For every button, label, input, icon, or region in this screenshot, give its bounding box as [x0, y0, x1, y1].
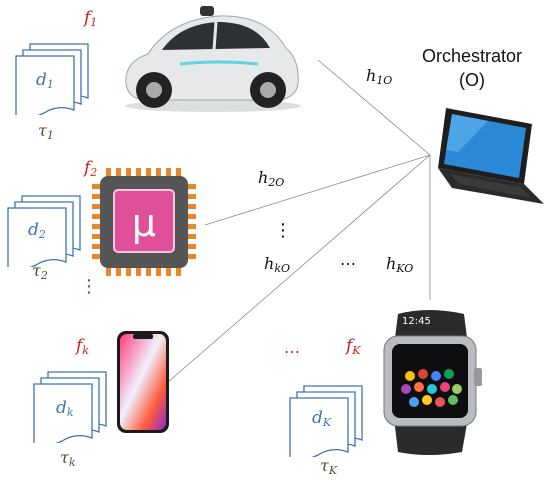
link-car — [317, 59, 431, 156]
red-vertical-ellipsis: ⋮ — [80, 276, 98, 297]
f1-label: f1 — [84, 8, 98, 29]
chip-mu-symbol: μ — [131, 201, 157, 245]
document-stack-icon — [15, 43, 89, 115]
hkO-label: hkO — [264, 254, 290, 275]
tau1-label: τ1 — [38, 121, 54, 142]
smartwatch-icon — [383, 310, 482, 455]
d1-label: d1 — [36, 70, 54, 91]
red-horizontal-ellipsis: … — [284, 338, 300, 357]
tauK-label: τK — [320, 456, 338, 477]
fk-label: fk — [76, 336, 89, 357]
link-phone — [167, 154, 431, 383]
document-stack-icon — [289, 385, 363, 457]
laptop-icon — [438, 108, 544, 204]
d2-label: d2 — [28, 220, 46, 241]
watch-time: 12:45 — [402, 316, 431, 327]
tauk-label: τk — [60, 448, 76, 469]
car-icon — [125, 6, 301, 112]
microchip-icon — [92, 168, 196, 276]
orchestrator-title: Orchestrator — [421, 46, 523, 66]
hKO-label: hKO — [386, 254, 414, 275]
orchestrator-label: Orchestrator (O) — [398, 44, 546, 92]
document-stack-icon — [33, 371, 107, 443]
orchestrator-symbol: (O) — [459, 70, 485, 90]
smartphone-icon — [117, 331, 169, 433]
document-stack-icon — [7, 195, 81, 267]
f2-label: f2 — [84, 158, 98, 179]
fK-label: fK — [346, 336, 361, 357]
horizontal-ellipsis: … — [340, 250, 356, 269]
vertical-ellipsis: ⋮ — [274, 220, 292, 241]
tau2-label: τ2 — [32, 261, 48, 282]
h1O-label: h1O — [366, 66, 393, 87]
link-chip — [204, 154, 431, 226]
dK-label: dK — [312, 408, 332, 429]
h2O-label: h2O — [258, 168, 285, 189]
dk-label: dk — [56, 398, 74, 419]
